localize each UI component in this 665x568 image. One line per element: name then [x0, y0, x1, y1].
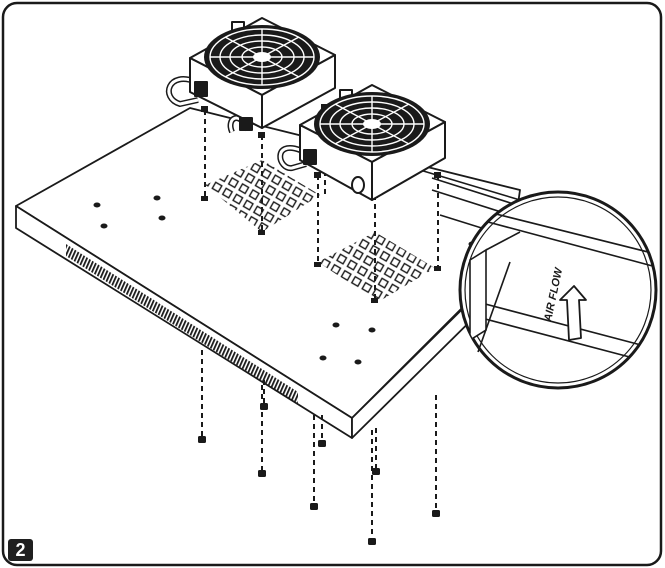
fan-icon: [204, 25, 320, 89]
fan-icon: [314, 92, 430, 156]
airflow-callout: AIR FLOW: [458, 190, 658, 390]
front-vent-slots: [66, 244, 298, 404]
callout-leaders: [477, 193, 541, 353]
screw-icon: [198, 403, 440, 545]
plate-vent-left: [205, 160, 320, 232]
guide-lines: [201, 108, 439, 540]
plate-vent-right: [318, 232, 435, 302]
step-number-badge: 2: [8, 539, 33, 561]
airflow-arrow-icon: [559, 285, 587, 341]
mounting-holes: [93, 195, 476, 365]
